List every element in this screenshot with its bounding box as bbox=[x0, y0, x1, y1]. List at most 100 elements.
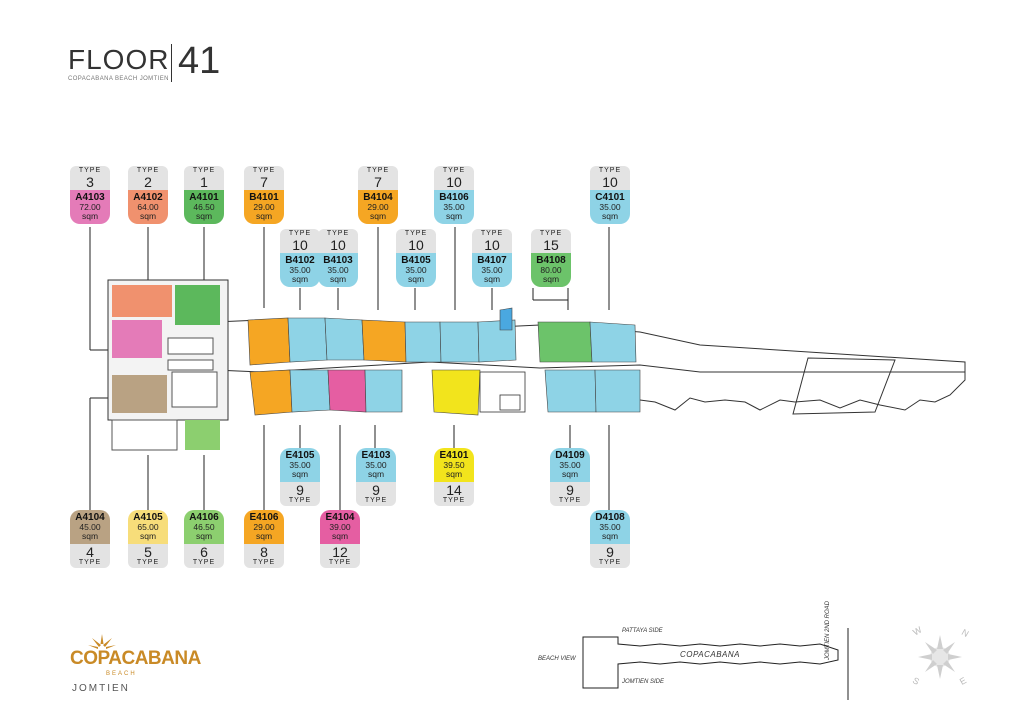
area-unit: sqm bbox=[139, 211, 157, 221]
type-label: TYPE bbox=[442, 167, 466, 174]
unit-id: E4104 bbox=[325, 512, 355, 523]
type-label: TYPE bbox=[404, 230, 428, 237]
area-unit: sqm bbox=[255, 531, 273, 541]
type-label: TYPE bbox=[288, 497, 312, 504]
unit-id: D4109 bbox=[555, 450, 585, 461]
area-unit: sqm bbox=[561, 469, 579, 479]
type-label: TYPE bbox=[366, 167, 390, 174]
type-label: TYPE bbox=[192, 559, 216, 566]
project-subtitle: COPACABANA BEACH JOMTIEN bbox=[68, 76, 169, 82]
type-label: TYPE bbox=[480, 230, 504, 237]
type-number: 15 bbox=[543, 237, 559, 253]
area-unit: sqm bbox=[81, 531, 99, 541]
unit-area: 29.00 bbox=[253, 522, 275, 532]
leader-lines bbox=[89, 227, 610, 510]
area-unit: sqm bbox=[81, 211, 99, 221]
type-number: 2 bbox=[144, 174, 152, 190]
unit-id: B4108 bbox=[536, 255, 566, 266]
unit-id: B4105 bbox=[401, 255, 431, 266]
unit-id: A4104 bbox=[75, 512, 105, 523]
unit-area: 35.00 bbox=[599, 202, 621, 212]
type-number: 10 bbox=[484, 237, 500, 253]
unit-id: A4102 bbox=[133, 192, 163, 203]
title-divider bbox=[171, 44, 172, 82]
unit-area: 35.00 bbox=[289, 460, 311, 470]
type-label: TYPE bbox=[539, 230, 563, 237]
unit-id: A4106 bbox=[189, 512, 219, 523]
unit-area: 29.00 bbox=[253, 202, 275, 212]
type-number: 7 bbox=[260, 174, 268, 190]
beach-view-label: BEACH VIEW bbox=[538, 656, 576, 662]
area-unit: sqm bbox=[139, 531, 157, 541]
type-label: TYPE bbox=[288, 230, 312, 237]
area-unit: sqm bbox=[291, 274, 309, 284]
type-number: 10 bbox=[602, 174, 618, 190]
type-number: 12 bbox=[332, 544, 348, 560]
unit-area: 35.00 bbox=[327, 265, 349, 275]
unit-blocks-south bbox=[249, 369, 641, 416]
type-number: 10 bbox=[330, 237, 346, 253]
type-label: TYPE bbox=[598, 167, 622, 174]
area-unit: sqm bbox=[445, 469, 463, 479]
type-number: 10 bbox=[292, 237, 308, 253]
area-unit: sqm bbox=[195, 531, 213, 541]
area-unit: sqm bbox=[483, 274, 501, 284]
compass-icon bbox=[918, 635, 962, 679]
area-unit: sqm bbox=[601, 211, 619, 221]
jomtien-side-label: JOMTIEN SIDE bbox=[622, 679, 665, 685]
type-number: 8 bbox=[260, 544, 268, 560]
key-plan-center-label: COPACABANA bbox=[680, 650, 740, 659]
unit-id: B4103 bbox=[323, 255, 353, 266]
unit-area: 45.00 bbox=[79, 522, 101, 532]
area-unit: sqm bbox=[601, 531, 619, 541]
area-unit: sqm bbox=[445, 211, 463, 221]
type-number: 7 bbox=[374, 174, 382, 190]
unit-id: B4106 bbox=[439, 192, 469, 203]
area-unit: sqm bbox=[331, 531, 349, 541]
type-label: TYPE bbox=[328, 559, 352, 566]
area-unit: sqm bbox=[329, 274, 347, 284]
type-number: 9 bbox=[296, 482, 304, 498]
area-unit: sqm bbox=[542, 274, 560, 284]
area-unit: sqm bbox=[407, 274, 425, 284]
unit-area: 35.00 bbox=[481, 265, 503, 275]
brand-location-text: JOMTIEN bbox=[72, 683, 130, 694]
unit-id: B4104 bbox=[363, 192, 393, 203]
unit-area: 35.00 bbox=[365, 460, 387, 470]
unit-area: 35.00 bbox=[405, 265, 427, 275]
unit-id: E4106 bbox=[249, 512, 279, 523]
floor-word: FLOOR bbox=[68, 44, 170, 75]
type-number: 9 bbox=[606, 544, 614, 560]
